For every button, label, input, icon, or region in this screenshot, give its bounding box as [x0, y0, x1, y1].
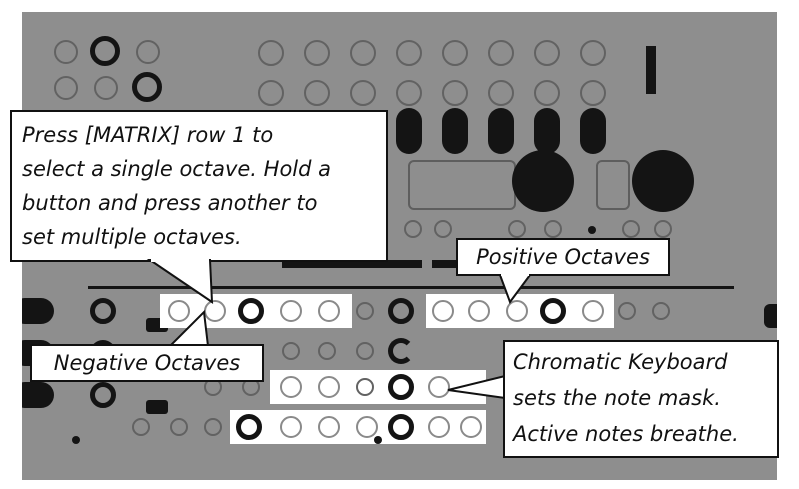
chromatic-key[interactable]	[318, 416, 340, 438]
chromatic-key-active[interactable]	[236, 414, 262, 440]
encoder[interactable]	[258, 40, 284, 66]
button[interactable]	[544, 220, 562, 238]
knob[interactable]	[54, 40, 78, 64]
keyboard-band-upper	[270, 370, 486, 404]
matrix-button[interactable]	[432, 300, 454, 322]
knob[interactable]	[136, 40, 160, 64]
large-dial[interactable]	[632, 150, 694, 212]
matrix-button[interactable]	[356, 302, 374, 320]
chromatic-key-active[interactable]	[388, 374, 414, 400]
matrix-button[interactable]	[468, 300, 490, 322]
encoder[interactable]	[304, 80, 330, 106]
matrix-button[interactable]	[618, 302, 636, 320]
encoder[interactable]	[258, 80, 284, 106]
encoder[interactable]	[304, 40, 330, 66]
matrix-button[interactable]	[132, 418, 150, 436]
matrix-button[interactable]	[204, 418, 222, 436]
matrix-button[interactable]	[356, 378, 374, 396]
slider-cap[interactable]	[534, 108, 560, 154]
right-jack	[764, 304, 777, 328]
divider-bar	[282, 260, 422, 268]
slider-cap[interactable]	[442, 108, 468, 154]
chromatic-key-active[interactable]	[388, 414, 414, 440]
matrix-button[interactable]	[582, 300, 604, 322]
slider-cap[interactable]	[580, 108, 606, 154]
callout-line: Active notes breathe.	[513, 422, 739, 446]
indicator-led	[588, 226, 596, 234]
encoder[interactable]	[442, 80, 468, 106]
encoder[interactable]	[580, 80, 606, 106]
matrix-button-active[interactable]	[238, 298, 264, 324]
encoder[interactable]	[534, 80, 560, 106]
small-display	[596, 160, 630, 210]
callout-line: Press [MATRIX] row 1 to	[22, 123, 274, 147]
matrix-button[interactable]	[90, 382, 116, 408]
matrix-button[interactable]	[388, 338, 414, 364]
chromatic-key[interactable]	[356, 416, 378, 438]
chromatic-keyboard-callout: Chromatic Keyboard sets the note mask. A…	[503, 340, 779, 458]
octave-instructions-callout: Press [MATRIX] row 1 to select a single …	[10, 110, 388, 262]
encoder[interactable]	[396, 80, 422, 106]
chromatic-key[interactable]	[318, 376, 340, 398]
callout-line: select a single octave. Hold a	[22, 157, 332, 181]
matrix-button[interactable]	[318, 342, 336, 360]
encoder[interactable]	[350, 80, 376, 106]
indicator-led	[72, 436, 80, 444]
level-indicator	[646, 46, 656, 94]
encoder[interactable]	[488, 80, 514, 106]
encoder[interactable]	[488, 40, 514, 66]
encoder[interactable]	[580, 40, 606, 66]
encoder[interactable]	[350, 40, 376, 66]
matrix-button[interactable]	[170, 418, 188, 436]
matrix-button[interactable]	[318, 300, 340, 322]
knob[interactable]	[132, 72, 162, 102]
encoder[interactable]	[396, 40, 422, 66]
negative-octaves-label: Negative Octaves	[53, 351, 241, 375]
chromatic-key[interactable]	[428, 416, 450, 438]
positive-octaves-callout: Positive Octaves	[456, 238, 670, 276]
matrix-button[interactable]	[652, 302, 670, 320]
matrix-button[interactable]	[90, 298, 116, 324]
button[interactable]	[404, 220, 422, 238]
button[interactable]	[434, 220, 452, 238]
matrix-button[interactable]	[204, 300, 226, 322]
button[interactable]	[654, 220, 672, 238]
knob[interactable]	[54, 76, 78, 100]
left-jack	[22, 298, 54, 324]
row-rule	[88, 286, 734, 289]
slider-cap[interactable]	[396, 108, 422, 154]
matrix-button[interactable]	[282, 342, 300, 360]
slider-cap[interactable]	[488, 108, 514, 154]
chromatic-key[interactable]	[460, 416, 482, 438]
large-dial[interactable]	[512, 150, 574, 212]
callout-line: button and press another to	[22, 191, 318, 215]
chromatic-key[interactable]	[280, 416, 302, 438]
matrix-button[interactable]	[388, 298, 414, 324]
negative-octaves-callout: Negative Octaves	[30, 344, 264, 382]
matrix-button[interactable]	[356, 342, 374, 360]
matrix-button-active[interactable]	[540, 298, 566, 324]
button[interactable]	[508, 220, 526, 238]
knob[interactable]	[90, 36, 120, 66]
callout-line: sets the note mask.	[513, 386, 721, 410]
positive-octaves-label: Positive Octaves	[476, 245, 650, 269]
callout-line: Chromatic Keyboard	[513, 350, 728, 374]
matrix-button[interactable]	[280, 300, 302, 322]
knob[interactable]	[94, 76, 118, 100]
indicator-led	[374, 436, 382, 444]
callout-line: set multiple octaves.	[22, 225, 242, 249]
encoder[interactable]	[442, 40, 468, 66]
encoder[interactable]	[534, 40, 560, 66]
arrow-up-down-button[interactable]	[146, 400, 168, 414]
chromatic-key[interactable]	[428, 376, 450, 398]
chromatic-key[interactable]	[280, 376, 302, 398]
matrix-button[interactable]	[168, 300, 190, 322]
left-jack	[22, 382, 54, 408]
button[interactable]	[622, 220, 640, 238]
matrix-button[interactable]	[506, 300, 528, 322]
